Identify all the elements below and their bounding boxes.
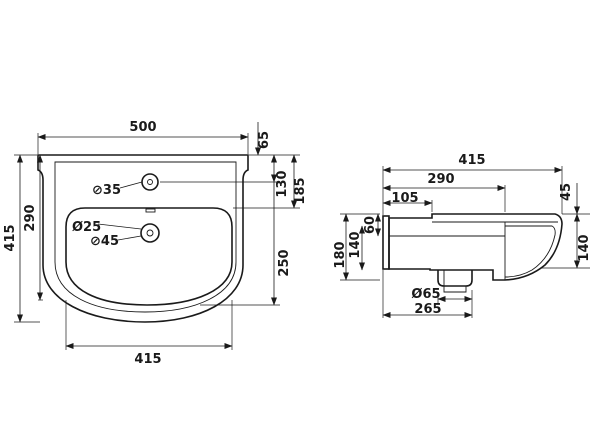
dim-height-mid: 290 bbox=[23, 204, 38, 231]
dim-rim-height: 45 bbox=[559, 183, 574, 201]
drain-hole bbox=[140, 223, 160, 243]
drain-center bbox=[146, 229, 154, 237]
tap-hole-dia-label: ⊘35 bbox=[92, 183, 121, 198]
front-view: 500 415 415 290 65 130 185 250 ⊘35 Ø25 ⊘… bbox=[3, 120, 308, 367]
dim-tap-offset: 130 bbox=[275, 170, 290, 197]
drain-leader bbox=[117, 235, 142, 241]
waste-tube bbox=[443, 270, 467, 293]
overflow-slot bbox=[145, 208, 156, 213]
dim-waste-offset: 265 bbox=[414, 302, 441, 317]
dim-height-top: 60 bbox=[363, 216, 378, 234]
wall-plate bbox=[382, 215, 390, 270]
dim-side-depth-bowl: 290 bbox=[427, 172, 454, 187]
dim-deck-depth: 185 bbox=[293, 177, 308, 204]
tap-hole bbox=[141, 173, 159, 191]
side-body-outline bbox=[388, 213, 563, 281]
dim-width-bowl: 415 bbox=[134, 352, 161, 367]
overflow-dia-label: Ø25 bbox=[72, 220, 101, 235]
dim-height-body: 140 bbox=[348, 231, 363, 258]
dim-side-depth-total: 415 bbox=[458, 153, 485, 168]
dim-wall-offset: 105 bbox=[391, 191, 418, 206]
dim-width-top: 500 bbox=[129, 120, 156, 135]
tap-hole-center bbox=[147, 179, 153, 185]
dim-height-total: 415 bbox=[3, 224, 18, 251]
tap-hole-leader bbox=[119, 181, 143, 189]
side-view: 415 290 105 45 140 180 140 60 Ø65 265 bbox=[333, 153, 592, 318]
overflow-leader bbox=[97, 223, 142, 230]
dim-height-right: 140 bbox=[577, 234, 592, 261]
dim-waste-dia: Ø65 bbox=[411, 287, 440, 302]
dim-bowl-depth: 250 bbox=[277, 249, 292, 276]
bowl-outline bbox=[65, 207, 233, 306]
dim-deck-offset: 65 bbox=[257, 131, 272, 149]
dim-side-height-total: 180 bbox=[333, 241, 348, 268]
drain-dia-label: ⊘45 bbox=[90, 234, 119, 249]
deck-rim bbox=[54, 161, 237, 313]
waste-outlet bbox=[437, 270, 473, 287]
side-bowl-interior bbox=[504, 225, 556, 278]
